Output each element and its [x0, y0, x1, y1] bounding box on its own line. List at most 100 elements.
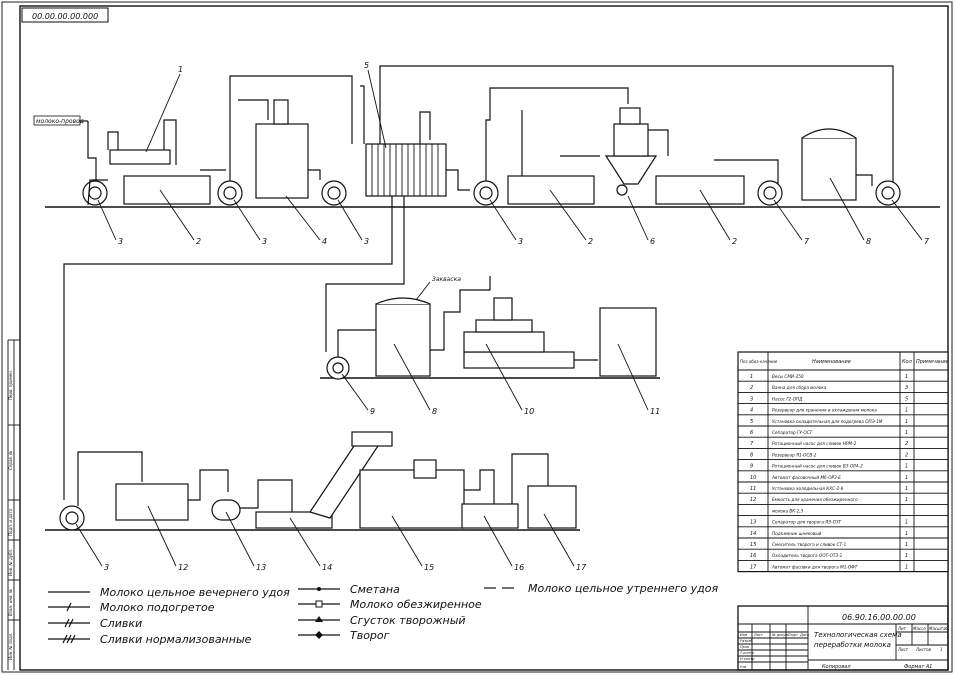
spec-header: Примечание — [916, 359, 949, 365]
callout-2c: 2 — [732, 237, 737, 246]
tb-col-lit: Лит — [897, 626, 907, 631]
vat-2b — [507, 175, 595, 205]
callout-14: 14 — [322, 563, 332, 572]
callout-17: 17 — [576, 563, 587, 572]
spec-name: Автомат фасовки для творога М1-ОФТ — [771, 564, 858, 569]
spec-pos: 14 — [750, 531, 756, 537]
spec-qty: 1 — [905, 419, 908, 425]
spec-qty: 1 — [905, 553, 908, 559]
spec-qty: 1 — [905, 520, 908, 526]
callout-5: 5 — [364, 61, 369, 70]
tb-role-1: Разраб — [740, 639, 753, 643]
callout-9: 9 — [370, 407, 375, 416]
callout-3d: 3 — [518, 237, 523, 246]
spec-header: Наименование — [812, 359, 851, 365]
tb-title-1: Технологическая схема — [814, 631, 902, 639]
spec-qty: 5 — [905, 396, 908, 402]
spec-pos: 11 — [750, 486, 756, 492]
conveyor-14 — [255, 511, 333, 529]
spec-header: Поз обоз-начение — [740, 359, 778, 364]
storage-tank-4 — [255, 123, 309, 199]
callout-3b: 3 — [262, 237, 267, 246]
callout-7b: 7 — [924, 237, 930, 246]
vat-2a — [123, 175, 211, 205]
cooler-16 — [461, 503, 519, 529]
callout-15: 15 — [424, 563, 434, 572]
legend-2: Молоко подогретое — [100, 601, 215, 614]
callout-4: 4 — [322, 237, 327, 246]
tb-sheets-value: 1 — [940, 647, 943, 652]
spec-pos: 7 — [750, 441, 754, 447]
spec-name: Ванна для сбора молока — [772, 385, 827, 390]
callout-3c: 3 — [364, 237, 369, 246]
code-box-text: 00.00.00.00.000 — [32, 12, 98, 21]
tb-role-3: Т.контр — [740, 651, 755, 655]
legend-1: Молоко цельное вечернего удоя — [100, 586, 290, 599]
spec-qty: 1 — [905, 464, 908, 470]
row-1-equipment: молоко-провод — [33, 65, 940, 500]
spec-qty: 1 — [905, 486, 908, 492]
separator-13 — [211, 499, 241, 521]
seasoning-label: Закваска — [432, 276, 461, 283]
spec-name: Ротационный насос для сливок ВЗ-ОРА-2 — [772, 464, 863, 469]
row-2-equipment: Закваска — [320, 276, 660, 380]
spec-name: Резервуар для хранения и охлаждения моло… — [772, 408, 877, 413]
callout-12: 12 — [178, 563, 188, 572]
tb-role-4: Н.контр — [740, 657, 755, 661]
mixer-15 — [359, 469, 465, 529]
spec-pos: 2 — [750, 385, 753, 391]
callout-11: 11 — [650, 407, 660, 416]
spec-name: Автомат фасовочный М6-ОРЗ-Е — [771, 475, 841, 480]
spec-pos: 1 — [750, 374, 753, 380]
tb-format: Формат А1 — [904, 664, 932, 670]
spec-pos: 13 — [750, 520, 756, 526]
callout-13: 13 — [256, 563, 266, 572]
spec-name: Установка холодильная КХС-2-6 — [772, 486, 844, 491]
drawing-frame — [19, 5, 949, 671]
spec-pos: 16 — [750, 553, 756, 559]
tb-rev-sign: Подп — [788, 633, 798, 637]
scale-1 — [109, 149, 171, 165]
callout-3e: 3 — [104, 563, 109, 572]
filler-10 — [463, 297, 575, 369]
strip-label-1: Перв. примен. — [8, 370, 13, 400]
legend-3: Сливки — [100, 617, 142, 630]
callout-2a: 2 — [196, 237, 201, 246]
spec-name: Установка охладительная для подогрева ОП… — [772, 419, 883, 424]
spec-pos: 3 — [750, 396, 753, 402]
spec-qty: 2 — [905, 441, 908, 447]
tank-8b — [375, 303, 431, 377]
spec-pos: 12 — [750, 497, 756, 503]
strip-label-5: Взам. инв. № — [8, 589, 13, 616]
spec-qty: 3 — [905, 385, 908, 391]
legend-7: Сгусток творожный — [350, 614, 466, 627]
cold-store-11 — [599, 307, 657, 377]
spec-name: Сепаратор ГУ-OCT — [772, 430, 813, 435]
spec-qty: 1 — [905, 564, 908, 570]
pasteurizer-5 — [365, 143, 447, 197]
spec-name: Резервуар Я1-ОСВ-2 — [772, 452, 817, 457]
tb-sheet: Лист — [897, 647, 909, 652]
tb-rev-list: Лист — [753, 633, 764, 637]
callout-8b: 8 — [432, 407, 437, 416]
spec-name: Подъемник шнековый — [772, 531, 822, 536]
callout-2b: 2 — [588, 237, 593, 246]
spec-qty: 1 — [905, 475, 908, 481]
spec-pos: 5 — [750, 419, 753, 425]
tb-rev-date: Дата — [799, 633, 809, 637]
spec-qty: 1 — [905, 542, 908, 548]
callouts: 1 2 3 3 4 3 5 3 2 6 2 7 8 7 9 8 10 11 — [75, 61, 930, 572]
spec-qty: 1 — [905, 497, 908, 503]
spec-name: Насос Г2-ОПД — [772, 396, 803, 401]
spec-pos: 6 — [750, 430, 753, 436]
inflow-label: молоко-провод — [36, 118, 84, 125]
left-stamp-strip: Перв. примен. Справ. № Подп. и дата Инв.… — [7, 339, 20, 670]
tb-col-scale: Масштаб — [929, 626, 949, 631]
spec-pos: 9 — [750, 464, 753, 470]
callout-10: 10 — [524, 407, 534, 416]
spec-name: Ротационный насос для сливок НРМ-2 — [772, 441, 857, 446]
spec-qty: 1 — [905, 430, 908, 436]
separator-6 — [604, 107, 658, 196]
spec-qty: 2 — [905, 452, 908, 458]
